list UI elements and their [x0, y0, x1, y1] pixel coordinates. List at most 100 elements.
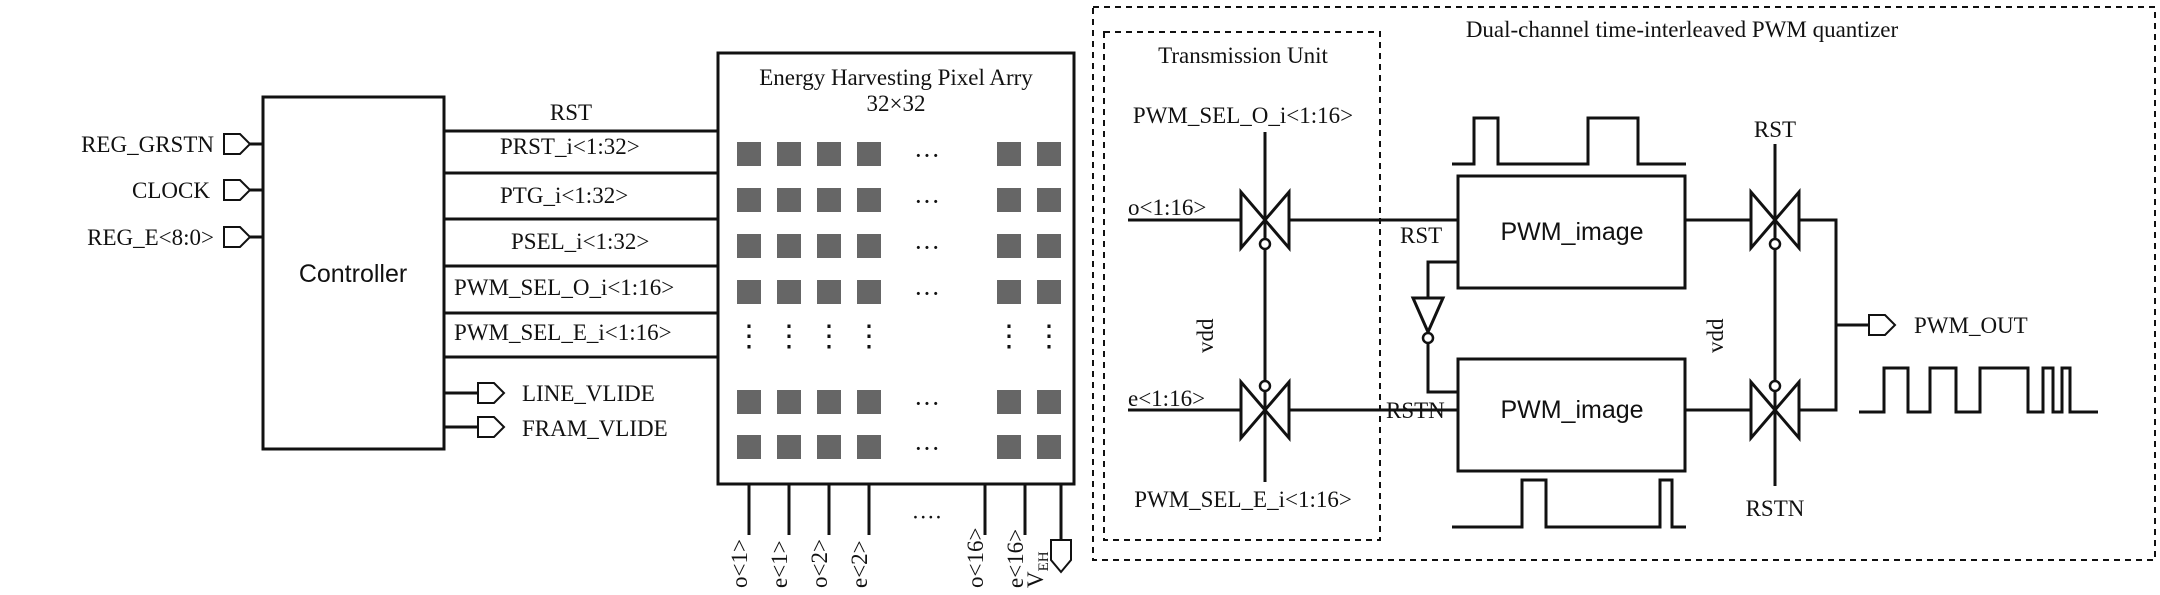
- signal-label-pwm-sel-o: PWM_SEL_O_i<1:16>: [454, 275, 674, 300]
- pixel-cell: [857, 142, 881, 166]
- pixel-array-title: Energy Harvesting Pixel Arry: [759, 65, 1033, 90]
- port-reg-grstn: [223, 133, 252, 155]
- label-rst-right: RST: [1754, 117, 1796, 142]
- output-label-pwm-out: PWM_OUT: [1914, 313, 2028, 338]
- output-label-line-vlide: LINE_VLIDE: [522, 381, 655, 406]
- input-label-clock: CLOCK: [132, 178, 210, 203]
- port-clock: [223, 179, 252, 201]
- waveform-output-icon: [1859, 366, 2098, 414]
- pixel-ellipsis-vertical: ⋮: [774, 320, 804, 353]
- pixel-cell: [737, 142, 761, 166]
- pixel-cell: [997, 280, 1021, 304]
- port-line-vlide: [477, 382, 506, 404]
- input-label-reg-grstn: REG_GRSTN: [81, 132, 214, 157]
- pixel-cell: [817, 280, 841, 304]
- signal-label-ptg: PTG_i<1:32>: [500, 183, 628, 208]
- pixel-cell: [857, 435, 881, 459]
- pixel-ellipsis-vertical: ⋮: [814, 320, 844, 353]
- pixel-ellipsis-horizontal: ···: [914, 389, 940, 418]
- label-pwm-sel-e: PWM_SEL_E_i<1:16>: [1134, 487, 1352, 512]
- transmission-unit-outline: [1103, 31, 1381, 541]
- pixel-cell: [997, 234, 1021, 258]
- column-label-e16: e<16>: [1003, 529, 1028, 588]
- pixel-cell: [777, 234, 801, 258]
- column-label-ellipsis: ····: [912, 505, 943, 530]
- pixel-cell: [817, 142, 841, 166]
- pwm-image-label-bottom: PWM_image: [1500, 396, 1643, 424]
- pixel-cell: [817, 188, 841, 212]
- waveform-bottom-icon: [1452, 478, 1686, 529]
- transmission-unit: PWM_SEL_O_i<1:16> PWM_SEL_E_i<1:16> o<1:…: [1128, 103, 1458, 512]
- column-label-e2: e<2>: [847, 540, 872, 588]
- quantizer-outline: [1092, 6, 2156, 561]
- pixel-cell: [997, 435, 1021, 459]
- pixel-ellipsis-vertical: ⋮: [734, 320, 764, 353]
- pixel-cell: [1037, 234, 1061, 258]
- pixel-cell: [857, 188, 881, 212]
- pixel-cell: [737, 280, 761, 304]
- pixel-cell: [777, 188, 801, 212]
- pixel-cell: [997, 188, 1021, 212]
- pixel-cell: [777, 435, 801, 459]
- column-label-o1: o<1>: [727, 539, 752, 588]
- pixel-cell: [737, 390, 761, 414]
- pixel-array-block: Energy Harvesting Pixel Arry 32×32 ·····…: [716, 51, 1076, 588]
- pixel-cell: [1037, 142, 1061, 166]
- pixel-cell: [777, 280, 801, 304]
- inverter-bubble: [1421, 331, 1435, 345]
- gate-bubble-rstn: [1768, 379, 1782, 393]
- signal-label-rst: RST: [550, 100, 592, 125]
- pixel-array-size: 32×32: [867, 91, 926, 116]
- label-pwm-sel-o: PWM_SEL_O_i<1:16>: [1133, 103, 1353, 128]
- inverter-icon: [1410, 296, 1446, 336]
- pixel-ellipsis-vertical: ⋮: [1034, 320, 1064, 353]
- signal-label-prst: PRST_i<1:32>: [500, 134, 640, 159]
- pwm-image-label-top: PWM_image: [1500, 218, 1643, 246]
- input-label-reg-e: REG_E<8:0>: [87, 225, 214, 250]
- pixel-ellipsis-vertical: ⋮: [854, 320, 884, 353]
- pixel-cell: [997, 390, 1021, 414]
- pixel-cell: [1037, 280, 1061, 304]
- waveform-top-icon: [1452, 116, 1686, 166]
- pixel-cell: [857, 280, 881, 304]
- pixel-cell: [817, 435, 841, 459]
- column-label-o2: o<2>: [807, 539, 832, 588]
- label-input-o: o<1:16>: [1128, 195, 1206, 220]
- quantizer-title: Dual-channel time-interleaved PWM quanti…: [1466, 17, 1899, 42]
- controller-title: Controller: [299, 260, 407, 288]
- pixel-cell: [817, 390, 841, 414]
- column-label-e1: e<1>: [767, 540, 792, 588]
- signal-label-pwm-sel-e: PWM_SEL_E_i<1:16>: [454, 320, 672, 345]
- pixel-grid: ············⋮⋮⋮⋮⋮⋮······: [734, 141, 1064, 463]
- transmission-unit-title: Transmission Unit: [1158, 43, 1328, 68]
- pixel-cell: [1037, 188, 1061, 212]
- column-outputs: o<1> e<1> o<2> e<2> ···· o<16> e<16> VEH: [727, 484, 1072, 588]
- pixel-cell: [737, 188, 761, 212]
- port-pwm-out: [1868, 314, 1897, 336]
- label-vdd-right: vdd: [1703, 318, 1728, 353]
- label-input-e: e<1:16>: [1128, 386, 1205, 411]
- label-rstn-left: RSTN: [1386, 398, 1445, 423]
- pixel-cell: [817, 234, 841, 258]
- svg-text:VEH: VEH: [1023, 551, 1052, 588]
- label-rstn-right: RSTN: [1746, 496, 1805, 521]
- veh-label: V: [1023, 571, 1048, 588]
- controller-block: Controller: [261, 95, 446, 451]
- pixel-cell: [737, 234, 761, 258]
- gate-bubble-e: [1258, 379, 1272, 393]
- pwm-image-block-bottom: [1456, 357, 1687, 473]
- column-label-o16: o<16>: [963, 528, 988, 588]
- pixel-ellipsis-vertical: ⋮: [994, 320, 1024, 353]
- controller-signals: RST PRST_i<1:32> PTG_i<1:32> PSEL_i<1:32…: [444, 100, 718, 441]
- port-veh: [1050, 539, 1072, 574]
- pwm-image-block-top: [1456, 174, 1687, 290]
- port-fram-vlide: [477, 416, 506, 438]
- veh-subscript: EH: [1036, 551, 1052, 571]
- pixel-ellipsis-horizontal: ···: [914, 233, 940, 262]
- output-label-fram-vlide: FRAM_VLIDE: [522, 416, 668, 441]
- pixel-cell: [997, 142, 1021, 166]
- pixel-ellipsis-horizontal: ···: [914, 141, 940, 170]
- pixel-cell: [1037, 435, 1061, 459]
- pixel-cell: [857, 234, 881, 258]
